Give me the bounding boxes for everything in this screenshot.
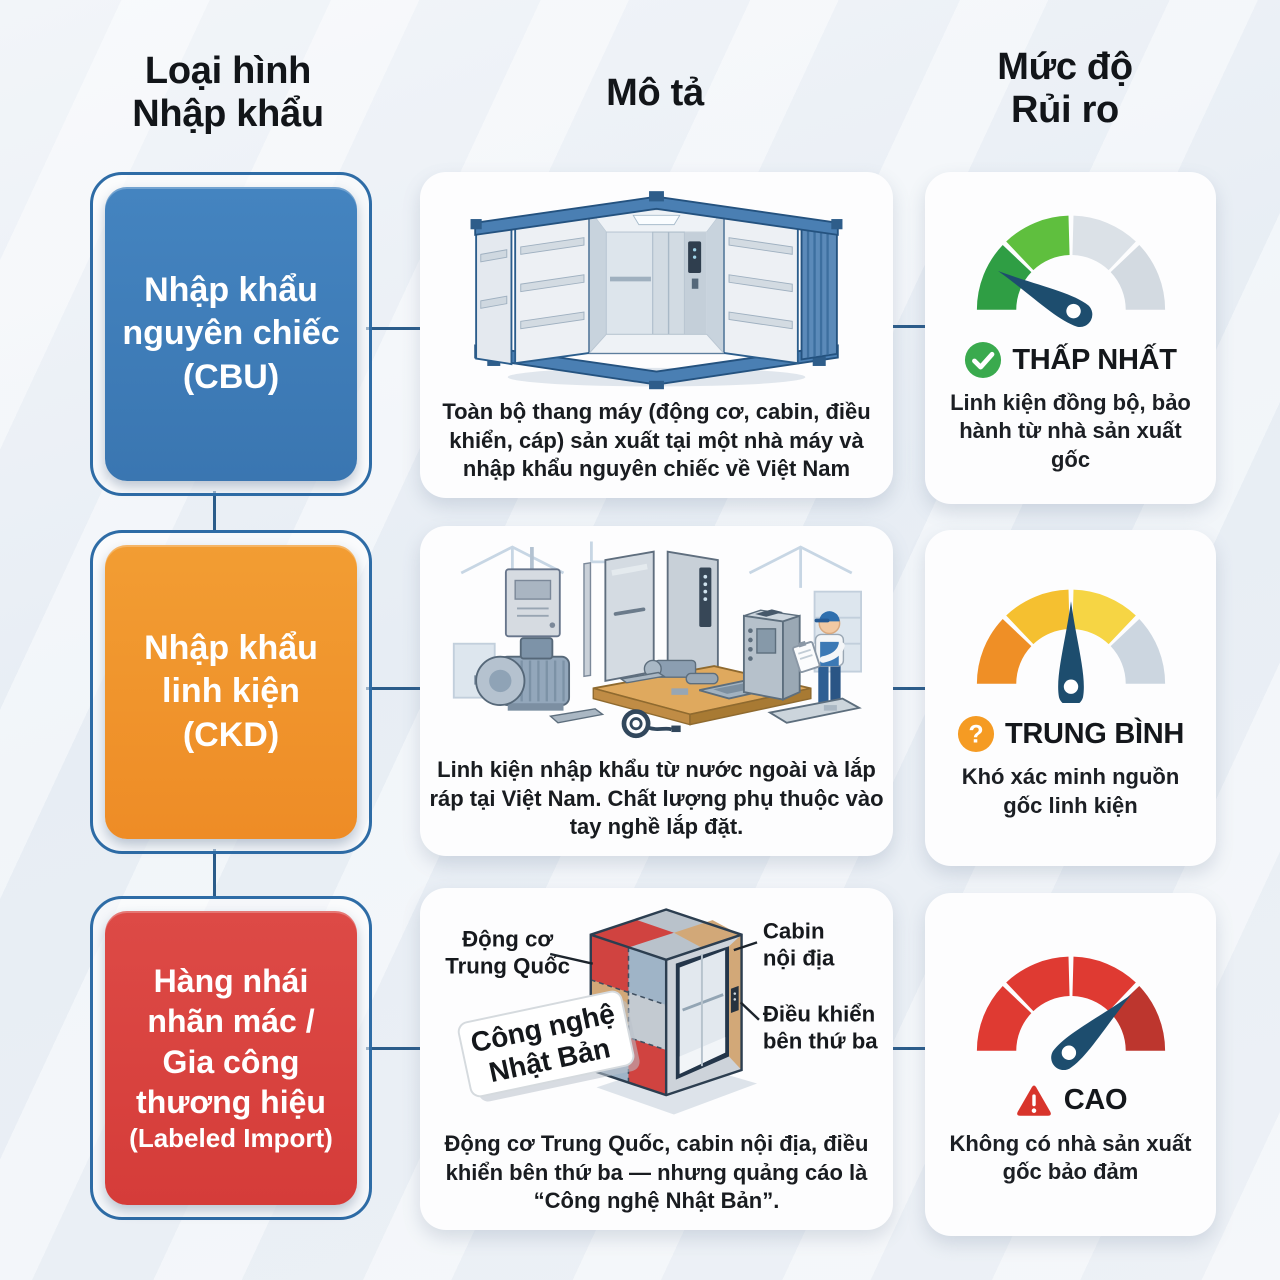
- description-card-labeled-import: Động cơ Trung Quốc Cabin nội địa Điều kh…: [420, 888, 893, 1230]
- risk-card-ckd: ? TRUNG BÌNH Khó xác minh nguồn gốc linh…: [925, 530, 1216, 866]
- question-circle-icon: ?: [957, 716, 995, 753]
- type-box-line: (CBU): [182, 357, 280, 396]
- type-box-subline: (Labeled Import): [129, 1123, 333, 1154]
- connector-row1-right: [891, 325, 927, 328]
- header-line: Rủi ro: [1011, 88, 1119, 131]
- type-box-line: linh kiện: [162, 672, 300, 711]
- container-elevator-illustration: [470, 191, 843, 390]
- type-box-outline-labeled-import: Hàng nhái nhãn mác / Gia công thương hiệ…: [90, 896, 372, 1220]
- header-line: Mô tả: [606, 72, 704, 114]
- header-line: Nhập khẩu: [132, 92, 324, 135]
- connector-row2-right: [891, 687, 927, 690]
- type-box-line: thương hiệu: [136, 1083, 326, 1120]
- risk-gauge-medium: [976, 590, 1165, 704]
- description-text-labeled-import: Động cơ Trung Quốc, cabin nội địa, điều …: [444, 1131, 869, 1214]
- type-box-cbu: Nhập khẩu nguyên chiếc (CBU): [105, 187, 357, 481]
- type-box-line: (CKD): [182, 715, 280, 754]
- connector-box1-box2: [213, 491, 216, 531]
- type-box-ckd: Nhập khẩu linh kiện (CKD): [105, 545, 357, 839]
- type-box-line: nhãn mác /: [147, 1003, 315, 1040]
- column-header-description: Mô tả: [540, 72, 770, 115]
- warning-triangle-icon: [1016, 1085, 1051, 1116]
- column-header-import-type: Loại hình Nhập khẩu: [58, 50, 398, 135]
- annotation-motor-line2: Trung Quốc: [445, 953, 570, 978]
- type-box-line: Hàng nhái: [153, 963, 309, 999]
- description-card-ckd: Linh kiện nhập khẩu từ nước ngoài và lắp…: [420, 526, 893, 856]
- risk-level-label: TRUNG BÌNH: [1004, 717, 1185, 750]
- type-box-line: Nhập khẩu: [144, 628, 318, 667]
- risk-badge-row: ? TRUNG BÌNH: [957, 715, 1184, 753]
- connector-row2-left: [366, 687, 422, 690]
- svg-text:?: ?: [968, 722, 983, 749]
- parts-assembly-illustration: [452, 541, 862, 739]
- type-box-line: Nhập khẩu: [144, 270, 318, 309]
- risk-card-labeled-import: CAO Không có nhà sản xuất gốc bảo đảm: [925, 893, 1216, 1236]
- type-box-line: nguyên chiếc: [122, 314, 340, 353]
- risk-note: Linh kiện đồng bộ, bảo hành từ nhà sản x…: [950, 390, 1191, 472]
- risk-badge-row: CAO: [1014, 1082, 1128, 1120]
- risk-level-label: THẤP NHẤT: [1012, 343, 1177, 376]
- type-box-line: Gia công: [162, 1043, 300, 1080]
- description-card-cbu: Toàn bộ thang máy (động cơ, cabin, điều …: [420, 172, 893, 498]
- header-line: Loại hình: [144, 50, 312, 92]
- risk-level-label: CAO: [1063, 1084, 1128, 1117]
- annotation-controller-line2: bên thứ ba: [763, 1029, 878, 1054]
- japan-technology-sticker: Công nghệ Nhật Bản: [457, 990, 640, 1102]
- patchwork-elevator-illustration: Động cơ Trung Quốc Cabin nội địa Điều kh…: [445, 908, 878, 1115]
- connector-row1-left: [366, 327, 422, 330]
- type-box-outline-cbu: Nhập khẩu nguyên chiếc (CBU): [90, 172, 372, 496]
- type-box-outline-ckd: Nhập khẩu linh kiện (CKD): [90, 530, 372, 854]
- description-text-cbu: Toàn bộ thang máy (động cơ, cabin, điều …: [442, 399, 871, 482]
- header-line: Mức độ: [997, 46, 1133, 88]
- annotation-controller-line1: Điều khiển: [763, 1002, 875, 1027]
- risk-gauge-low: [976, 215, 1165, 328]
- annotation-motor-line1: Động cơ: [462, 926, 553, 951]
- risk-note: Không có nhà sản xuất gốc bảo đảm: [949, 1130, 1192, 1184]
- column-header-risk-level: Mức độ Rủi ro: [925, 46, 1205, 131]
- risk-badge-row: THẤP NHẤT: [964, 341, 1177, 379]
- connector-row3-right: [891, 1047, 927, 1050]
- connector-box2-box3: [213, 849, 216, 897]
- type-box-labeled-import: Hàng nhái nhãn mác / Gia công thương hiệ…: [105, 911, 357, 1205]
- risk-note: Khó xác minh nguồn gốc linh kiện: [961, 764, 1180, 818]
- annotation-cabin-line2: nội địa: [763, 946, 835, 971]
- risk-card-cbu: THẤP NHẤT Linh kiện đồng bộ, bảo hành từ…: [925, 172, 1216, 504]
- connector-row3-left: [366, 1047, 422, 1050]
- description-text-ckd: Linh kiện nhập khẩu từ nước ngoài và lắp…: [429, 757, 884, 840]
- annotation-cabin-line1: Cabin: [763, 919, 825, 944]
- check-circle-icon: [965, 342, 1002, 379]
- risk-gauge-high: [976, 956, 1165, 1070]
